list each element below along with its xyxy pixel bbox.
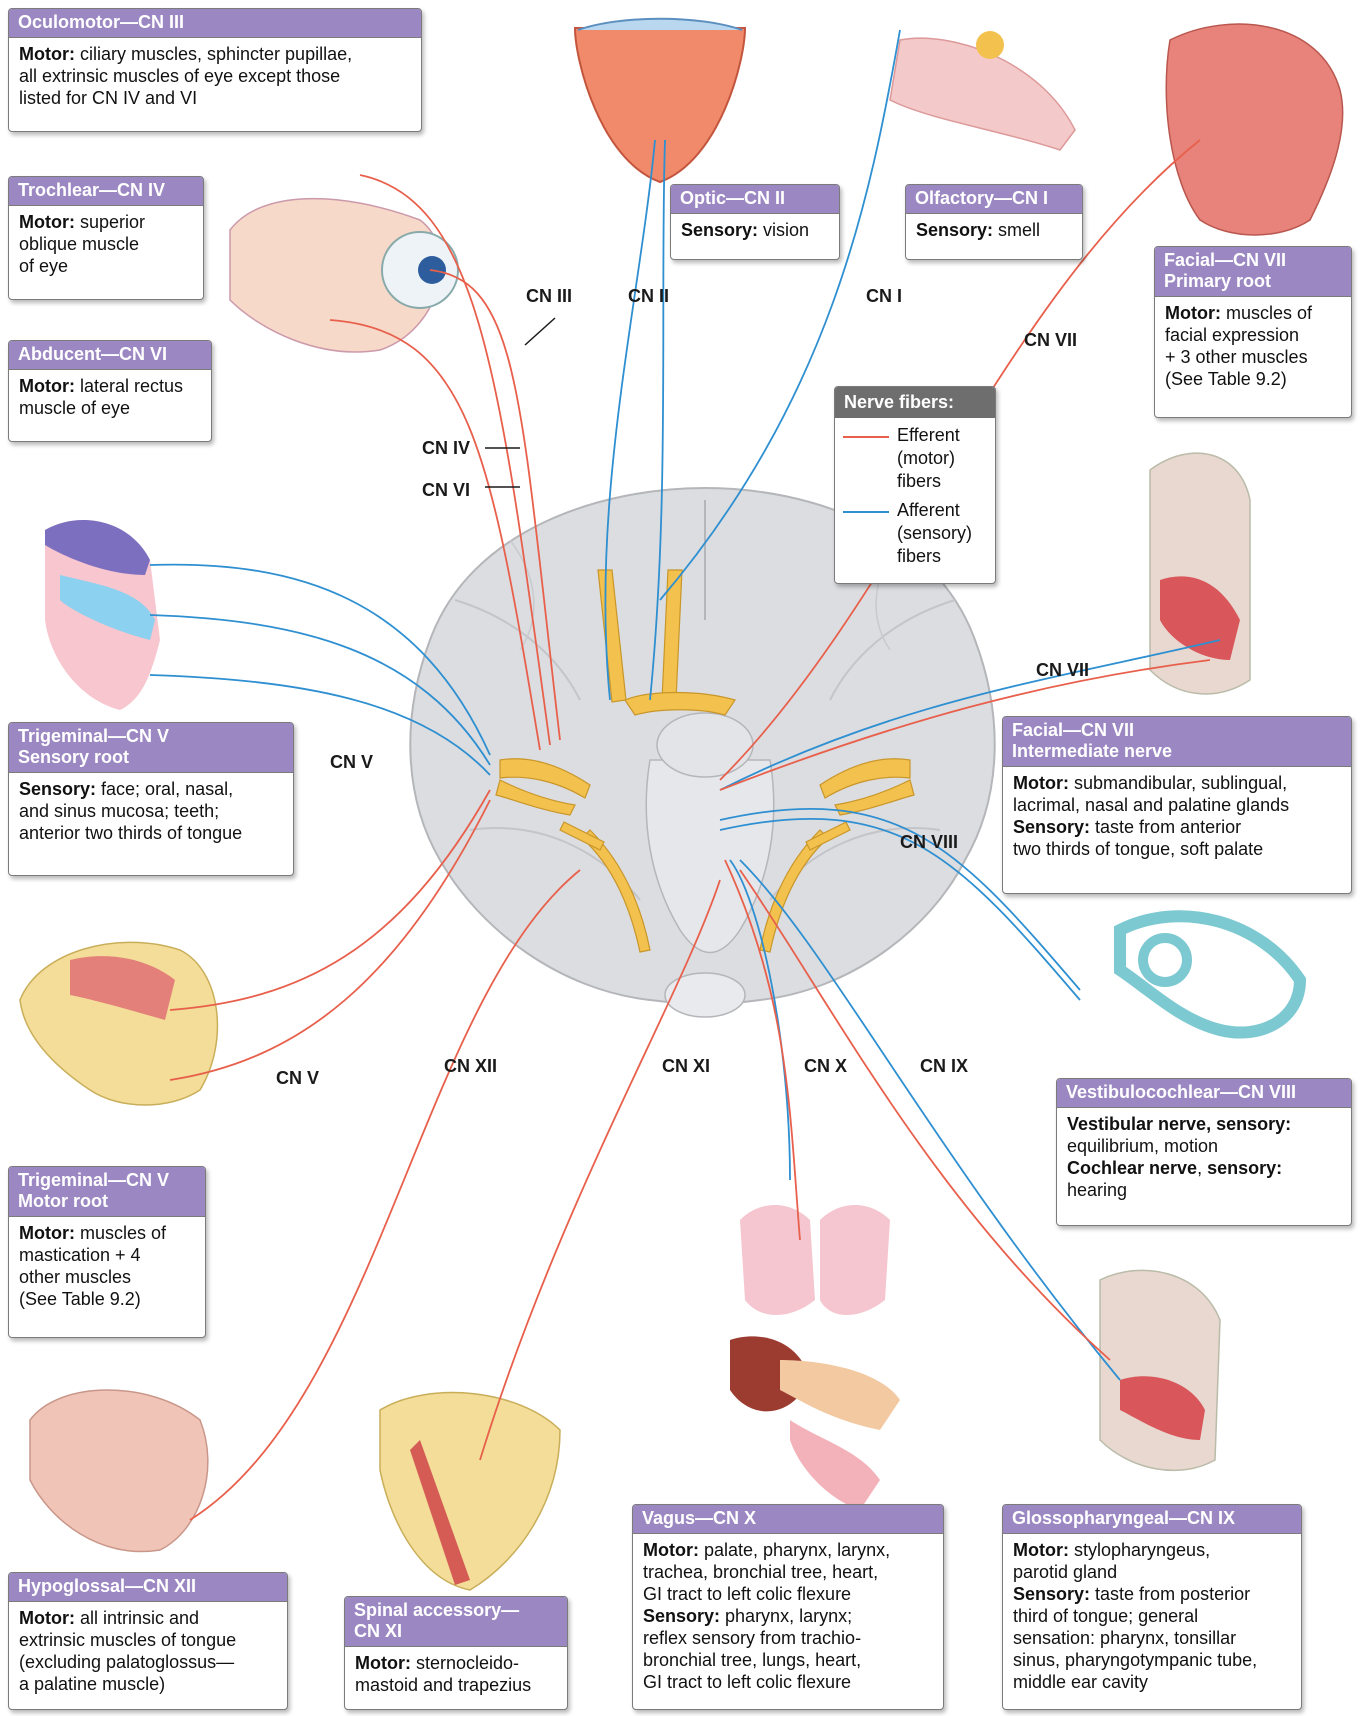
nasal-cavity: [890, 31, 1075, 150]
olfactory-body: Sensory: smell: [906, 214, 1082, 248]
trigeminal-sensory-body: Sensory: face; oral, nasal, and sinus mu…: [9, 773, 293, 851]
label-cn2: CN II: [628, 286, 669, 307]
vagus-title: Vagus—CN X: [633, 1505, 943, 1534]
trigeminal-motor-body: Motor: muscles of mastication + 4 other …: [9, 1217, 205, 1317]
legend-afferent: Afferent (sensory) fibers: [835, 499, 995, 568]
oculomotor-box: Oculomotor—CN III Motor: ciliary muscles…: [8, 8, 422, 132]
trochlear-box: Trochlear—CN IV Motor: superior oblique …: [8, 176, 204, 300]
thoracic-abdominal-viscera: [730, 1205, 900, 1510]
label-cn9: CN IX: [920, 1056, 968, 1077]
trochlear-title: Trochlear—CN IV: [9, 177, 203, 206]
facial-primary-body: Motor: muscles of facial expression + 3 …: [1155, 297, 1351, 397]
hypoglossal-title: Hypoglossal—CN XII: [9, 1573, 287, 1602]
legend-efferent: Efferent (motor) fibers: [835, 424, 995, 493]
abducent-body: Motor: lateral rectus muscle of eye: [9, 370, 211, 426]
label-cn5-top: CN V: [330, 752, 373, 773]
abducent-title: Abducent—CN VI: [9, 341, 211, 370]
label-cn6: CN VI: [422, 480, 470, 501]
face-dermatomes: [45, 520, 160, 710]
glossopharyngeal-body: Motor: stylopharyngeus, parotid gland Se…: [1003, 1534, 1301, 1700]
vestibulocochlear-body: Vestibular nerve, sensory: equilibrium, …: [1057, 1108, 1351, 1208]
abducent-box: Abducent—CN VI Motor: lateral rectus mus…: [8, 340, 212, 442]
optic-box: Optic—CN II Sensory: vision: [670, 184, 840, 260]
vestibulocochlear-title: Vestibulocochlear—CN VIII: [1057, 1079, 1351, 1108]
trochlear-body: Motor: superior oblique muscle of eye: [9, 206, 203, 284]
label-cn7-mid: CN VII: [1036, 660, 1089, 681]
nerve-fibers-legend: Nerve fibers: Efferent (motor) fibers Af…: [834, 386, 996, 584]
label-cn1: CN I: [866, 286, 902, 307]
label-cn5-bottom: CN V: [276, 1068, 319, 1089]
label-cn12: CN XII: [444, 1056, 497, 1077]
hypoglossal-body: Motor: all intrinsic and extrinsic muscl…: [9, 1602, 287, 1702]
oculomotor-title: Oculomotor—CN III: [9, 9, 421, 38]
legend-title: Nerve fibers:: [835, 387, 995, 418]
oculomotor-body: Motor: ciliary muscles, sphincter pupill…: [9, 38, 421, 116]
label-cn8: CN VIII: [900, 832, 958, 853]
label-leader-lines: [485, 318, 555, 487]
label-cn7-top: CN VII: [1024, 330, 1077, 351]
skull-lateral: [20, 942, 217, 1105]
glossopharyngeal-box: Glossopharyngeal—CN IX Motor: stylophary…: [1002, 1504, 1302, 1710]
optic-body: Sensory: vision: [671, 214, 839, 248]
eye-globe: [575, 19, 745, 182]
label-cn10: CN X: [804, 1056, 847, 1077]
optic-title: Optic—CN II: [671, 185, 839, 214]
olfactory-title: Olfactory—CN I: [906, 185, 1082, 214]
vagus-box: Vagus—CN X Motor: palate, pharynx, laryn…: [632, 1504, 944, 1710]
spinal-accessory-body: Motor: sternocleido- mastoid and trapezi…: [345, 1647, 567, 1703]
label-cn4: CN IV: [422, 438, 470, 459]
spinal-accessory-box: Spinal accessory—CN XI Motor: sternoclei…: [344, 1596, 568, 1710]
inner-ear: [1120, 916, 1300, 1032]
vestibulocochlear-box: Vestibulocochlear—CN VIII Vestibular ner…: [1056, 1078, 1352, 1226]
vagus-body: Motor: palate, pharynx, larynx, trachea,…: [633, 1534, 943, 1700]
oral-sagittal-section: [1150, 453, 1250, 694]
facial-intermediate-body: Motor: submandibular, sublingual, lacrim…: [1003, 767, 1351, 867]
spinal-accessory-title: Spinal accessory—CN XI: [345, 1597, 567, 1647]
glossopharyngeal-title: Glossopharyngeal—CN IX: [1003, 1505, 1301, 1534]
label-cn3: CN III: [526, 286, 572, 307]
efferent-swatch: [843, 436, 889, 438]
olfactory-box: Olfactory—CN I Sensory: smell: [905, 184, 1083, 260]
neck-muscles: [380, 1393, 560, 1590]
pharynx-sagittal-section: [1100, 1270, 1220, 1470]
tongue-jaw-section: [30, 1390, 208, 1552]
label-cn11: CN XI: [662, 1056, 710, 1077]
orbit-eye-muscles: [230, 199, 458, 352]
afferent-swatch: [843, 511, 889, 513]
face-lateral-muscles: [1166, 24, 1342, 235]
hypoglossal-box: Hypoglossal—CN XII Motor: all intrinsic …: [8, 1572, 288, 1710]
